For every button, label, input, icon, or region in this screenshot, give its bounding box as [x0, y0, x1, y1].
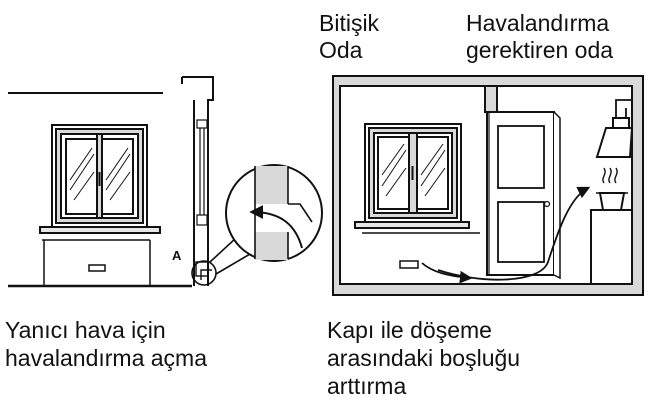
ventilated-room-label-line-1: Havalandırma: [466, 10, 610, 36]
left-caption-block: Yanıcı hava için havalandırma açma: [5, 316, 207, 372]
left-caption-line-2: havalandırma açma: [5, 345, 207, 371]
airflow-arrow-under-door: [437, 186, 591, 281]
adjacent-room-label: Bitişik Oda: [319, 10, 379, 64]
floor-vent-grille: [399, 260, 419, 269]
detail-marker-label: A: [172, 248, 182, 263]
detail-magnifier: [209, 164, 323, 275]
pot: [596, 192, 628, 211]
right-caption-line-2: arasındaki boşluğu: [327, 345, 521, 371]
right-caption: Kapı ile döşeme arasındaki boşluğu arttı…: [327, 316, 520, 400]
stove: [590, 209, 633, 285]
right-caption-line-3: arttırma: [327, 373, 407, 399]
right-caption-line-1: Kapı ile döşeme: [327, 317, 492, 343]
left-room-illustration: A: [8, 76, 323, 288]
ventilated-room-label: Havalandırma gerektiren oda: [466, 10, 613, 64]
right-partition-stub: [484, 85, 498, 113]
right-room-illustration: [332, 75, 644, 296]
adjacent-room-label-line-2: Oda: [319, 37, 363, 63]
left-radiator-slot: [88, 264, 106, 272]
right-window-sill: [354, 221, 470, 229]
door: [486, 111, 561, 280]
left-caption-line-1b: Yanıcı hava için: [5, 317, 166, 343]
cooker-hood: [595, 99, 634, 158]
right-window: [364, 123, 462, 223]
left-wall-section: [181, 76, 217, 286]
ventilated-room-label-line-2: gerektiren oda: [466, 37, 614, 63]
left-window: [51, 124, 148, 228]
steam-lines: [602, 167, 618, 184]
left-window-sill: [39, 226, 161, 234]
adjacent-room-label-line-1: Bitişik: [319, 10, 380, 36]
